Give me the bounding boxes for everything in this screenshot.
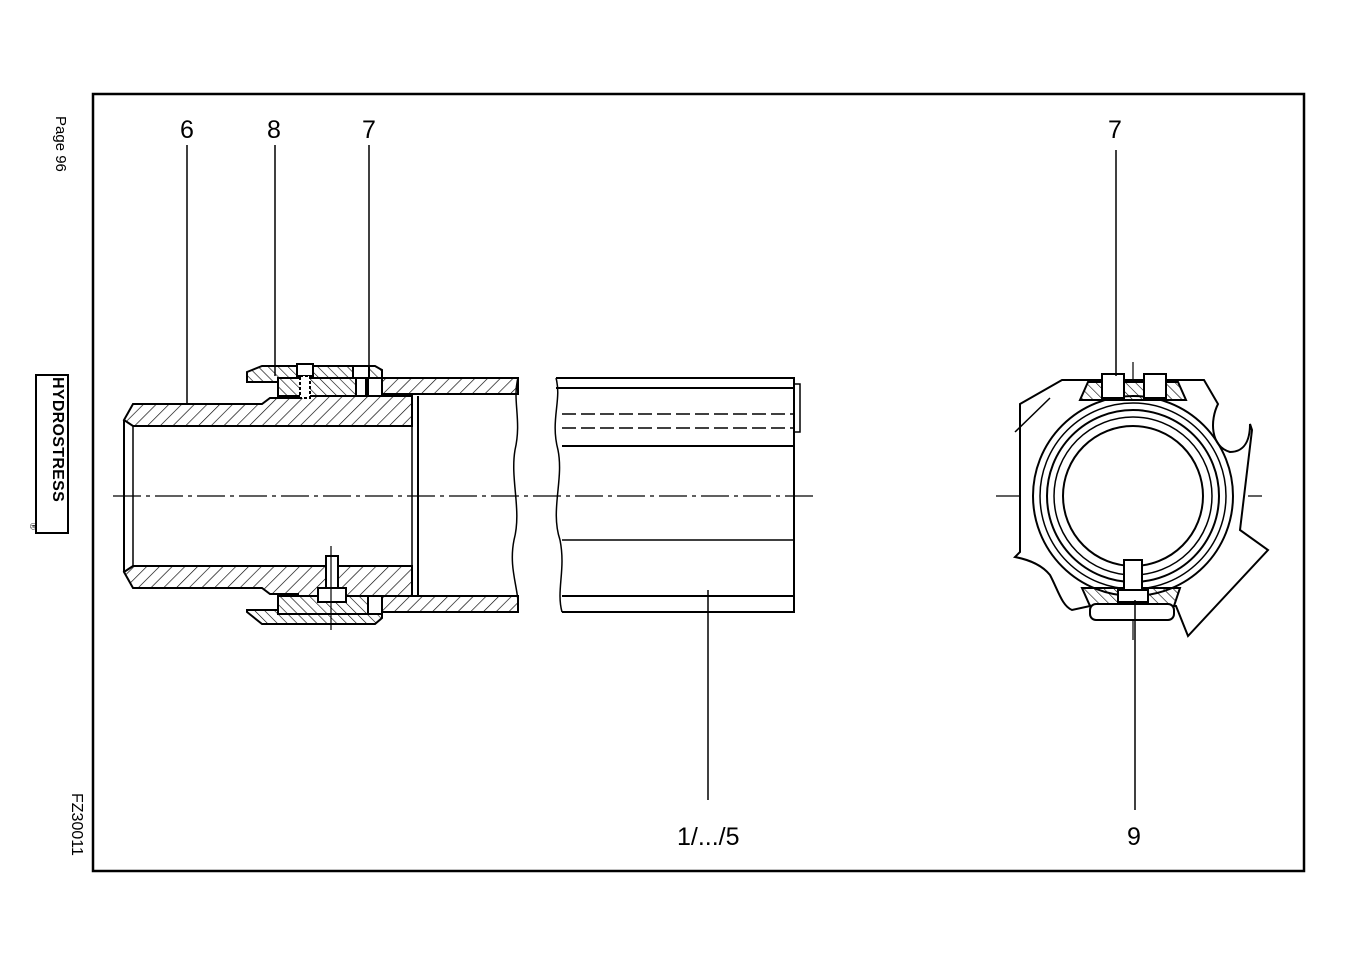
callout-part-6: 6 [180, 116, 194, 144]
callout-part-8: 8 [267, 116, 281, 144]
callout-part-9: 9 [1127, 823, 1141, 851]
end-view [996, 150, 1268, 810]
section-view [113, 145, 815, 800]
callout-part-7-end-view: 7 [1108, 116, 1122, 144]
callout-part-7-section: 7 [362, 116, 376, 144]
callout-parts-1-to-5: 1/.../5 [677, 823, 740, 851]
